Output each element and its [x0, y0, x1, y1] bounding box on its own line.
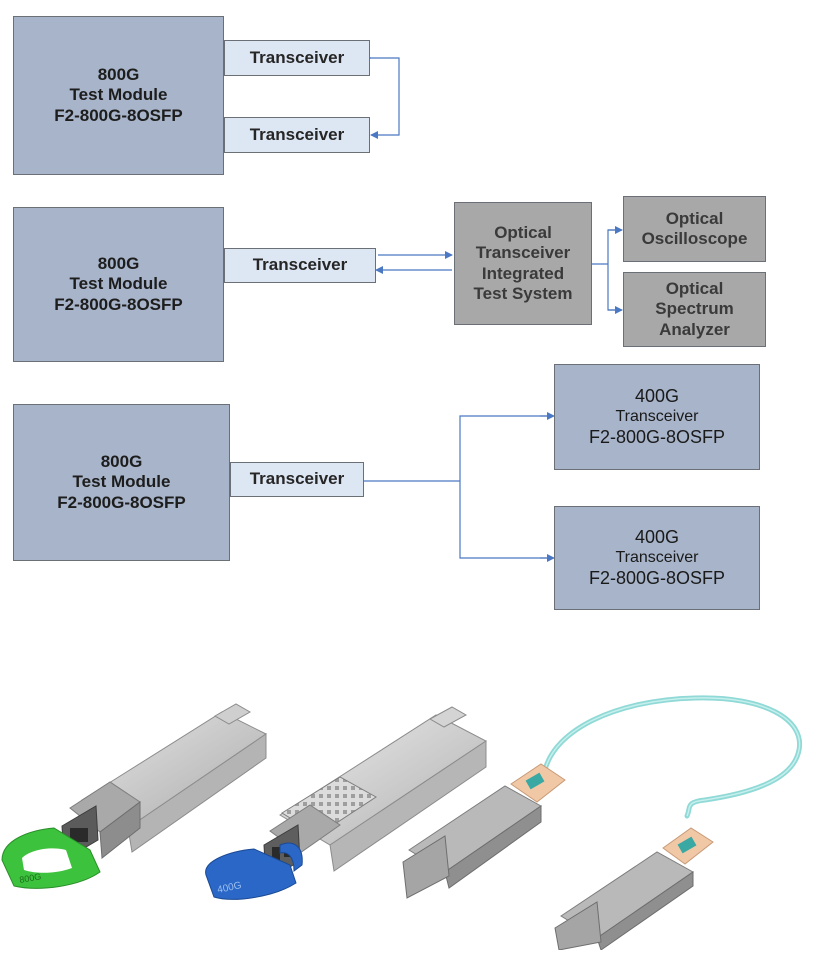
module-model: F2-800G-8OSFP [54, 105, 183, 125]
module-model: F2-800G-8OSFP [54, 294, 183, 314]
test-module-box-3: 800G Test Module F2-800G-8OSFP [13, 404, 230, 561]
test-system-box: Optical Transceiver Integrated Test Syst… [454, 202, 592, 325]
module-capacity: 800G [97, 64, 140, 84]
module-capacity: 800G [100, 451, 143, 471]
aoc-cable-illustration [402, 695, 803, 950]
target-transceiver-bottom: 400G Transceiver F2-800G-8OSFP [554, 506, 760, 610]
test-module-box-2: 800G Test Module F2-800G-8OSFP [13, 207, 224, 362]
module-model: F2-800G-8OSFP [57, 492, 186, 512]
transceiver-box-bottom: Transceiver [224, 117, 370, 153]
test-module-box-1: 800G Test Module F2-800G-8OSFP [13, 16, 224, 175]
loopback-connector [364, 54, 400, 139]
test-system-branch [592, 229, 621, 311]
aoc-cable [542, 695, 803, 819]
qsfp-400g-transceiver-illustration: 400G [205, 706, 487, 900]
module-title: Test Module [69, 85, 168, 105]
oscilloscope-box: Optical Oscilloscope [623, 196, 766, 262]
module-title: Test Module [69, 274, 168, 294]
module-capacity: 800G [97, 253, 140, 273]
transceiver-box-2: Transceiver [224, 248, 376, 283]
target-transceiver-top: 400G Transceiver F2-800G-8OSFP [554, 364, 760, 470]
osfp-tab-label: 800G [19, 871, 42, 885]
spectrum-analyzer-box: Optical Spectrum Analyzer [623, 272, 766, 347]
qsfp-tab-label: 400G [216, 880, 242, 896]
split-connector [364, 415, 552, 559]
module-title: Test Module [72, 472, 171, 492]
transceiver-box-top: Transceiver [224, 40, 370, 76]
osfp-800g-transceiver-illustration: 800G [1, 703, 267, 889]
transceiver-box-3: Transceiver [230, 462, 364, 497]
